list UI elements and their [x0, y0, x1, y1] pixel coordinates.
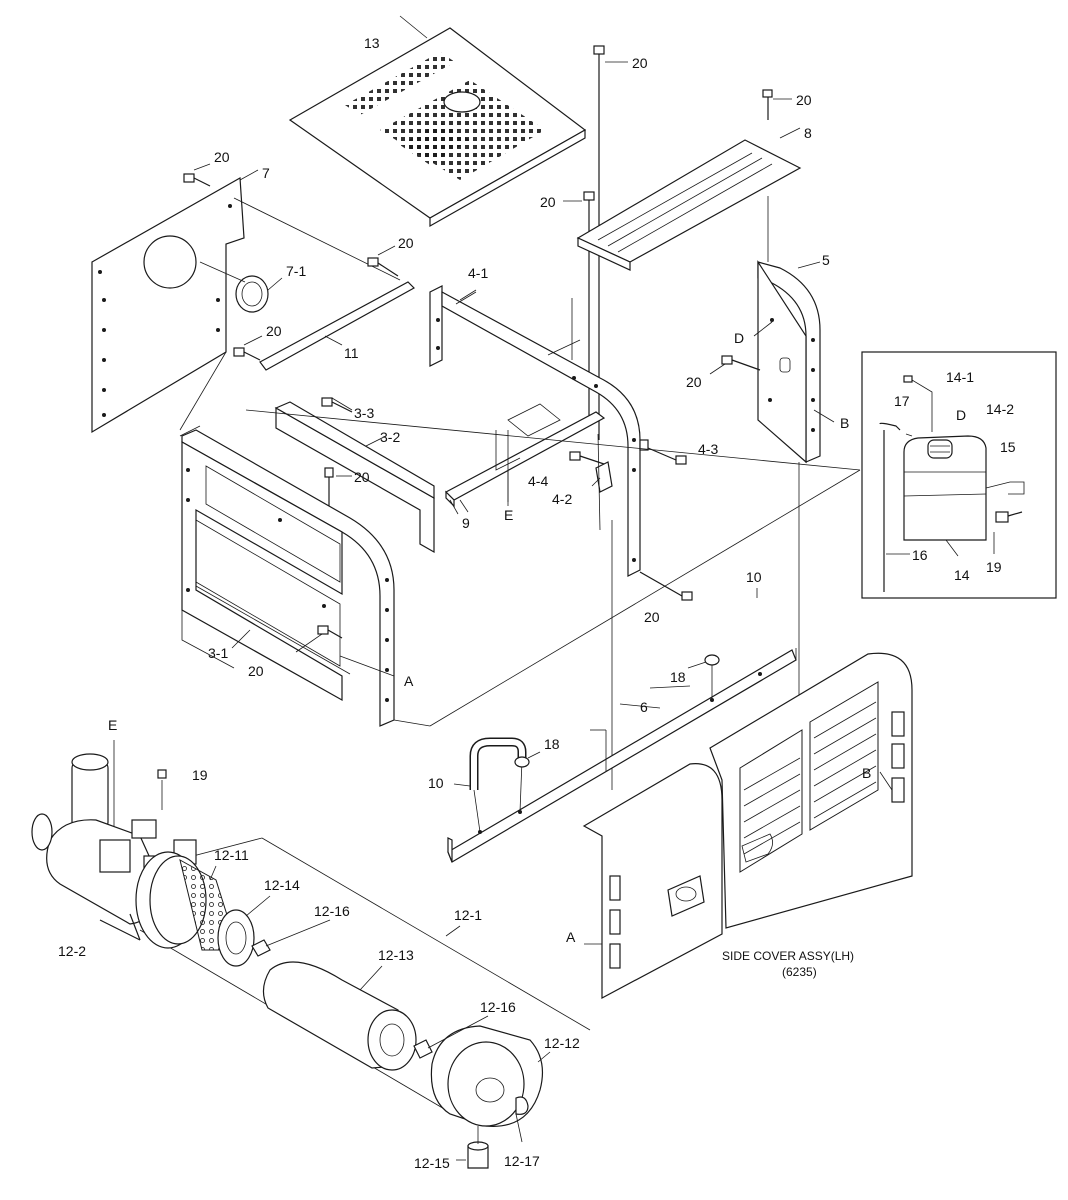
label-a-frame: A [404, 673, 414, 689]
label-12-13: 12-13 [378, 947, 414, 963]
label-12-15: 12-15 [414, 1155, 450, 1171]
label-a-cover: A [566, 929, 576, 945]
label-20-mid: 20 [540, 194, 556, 210]
label-16: 16 [912, 547, 928, 563]
label-20-left: 20 [266, 323, 282, 339]
part-labels: 13 20 20 8 20 7 20 20 5 4-1 7-1 20 11 D … [58, 35, 1016, 1171]
clip-18-lower [514, 756, 530, 768]
label-11: 11 [344, 345, 359, 361]
caption-line-2: (6235) [782, 965, 817, 979]
frame-4-1 [429, 285, 641, 577]
label-7: 7 [262, 165, 270, 181]
label-17: 17 [894, 393, 910, 409]
label-b-frame: B [840, 415, 849, 431]
label-20-post: 20 [686, 374, 702, 390]
beam-9 [445, 403, 606, 513]
label-12-2: 12-2 [58, 943, 86, 959]
bolt-20-right-top [762, 89, 792, 120]
air-filter-assy [31, 740, 591, 1169]
label-14: 14 [954, 567, 970, 583]
caption-line-1: SIDE COVER ASSY(LH) [722, 949, 854, 963]
leader-lines [209, 289, 893, 1161]
label-20-plate: 20 [354, 469, 370, 485]
tank-inset [861, 351, 1057, 599]
grommet-7-1 [199, 261, 283, 313]
plate-3-2 [274, 397, 435, 554]
label-7-1: 7-1 [286, 263, 306, 279]
label-10-upper: 10 [746, 569, 762, 585]
label-12-11: 12-11 [214, 847, 249, 863]
hose-10-lower [469, 737, 527, 833]
bolt-4-4 [569, 451, 605, 465]
label-4-4: 4-4 [528, 473, 548, 489]
label-12-14: 12-14 [264, 877, 300, 893]
label-b-cover: B [862, 765, 871, 781]
clip-18-upper [704, 654, 720, 700]
label-13: 13 [364, 35, 380, 51]
bracket-4-2 [591, 461, 613, 493]
label-9: 9 [462, 515, 470, 531]
label-12-16-a: 12-16 [314, 903, 350, 919]
label-12-1: 12-1 [454, 907, 482, 923]
label-15: 15 [1000, 439, 1016, 455]
side-panel-7 [91, 169, 401, 434]
label-20-top: 20 [632, 55, 648, 71]
label-19-tank: 19 [986, 559, 1002, 575]
rail-8 [576, 127, 802, 271]
label-10-lower: 10 [428, 775, 444, 791]
label-3-2: 3-2 [380, 429, 400, 445]
label-3-1: 3-1 [208, 645, 228, 661]
label-14-2: 14-2 [986, 401, 1014, 417]
label-20-panel-top: 20 [214, 149, 230, 165]
label-4-3: 4-3 [698, 441, 718, 457]
hose-10-upper [709, 588, 765, 660]
bolt-20-lower [639, 571, 693, 601]
label-20-lower: 20 [644, 609, 660, 625]
label-18-upper: 18 [670, 669, 686, 685]
label-d-frame: D [734, 330, 744, 346]
side-cover-assy [582, 652, 913, 999]
label-5: 5 [822, 252, 830, 268]
label-12-12: 12-12 [544, 1035, 580, 1051]
label-e-filter: E [108, 717, 117, 733]
label-3-3: 3-3 [354, 405, 374, 421]
label-12-16-b: 12-16 [480, 999, 516, 1015]
label-14-1: 14-1 [946, 369, 974, 385]
label-18-lower: 18 [544, 736, 560, 752]
top-cover-13 [288, 15, 587, 228]
label-19-filter: 19 [192, 767, 208, 783]
label-6: 6 [640, 699, 648, 715]
label-d-tank: D [956, 407, 966, 423]
rail-6 [447, 648, 797, 863]
label-e-frame: E [504, 507, 513, 523]
label-20-box: 20 [248, 663, 264, 679]
bolt-20-post [709, 355, 761, 375]
label-12-17: 12-17 [504, 1153, 540, 1169]
bolt-20-panel-top [183, 163, 211, 187]
crossbar-11 [233, 245, 415, 371]
label-8: 8 [804, 125, 812, 141]
label-4-1: 4-1 [468, 265, 488, 281]
box-frame-3-1 [179, 409, 861, 790]
label-4-2: 4-2 [552, 491, 572, 507]
label-20-crossbar: 20 [398, 235, 414, 251]
label-20-right-top: 20 [796, 92, 812, 108]
post-5 [757, 196, 821, 790]
